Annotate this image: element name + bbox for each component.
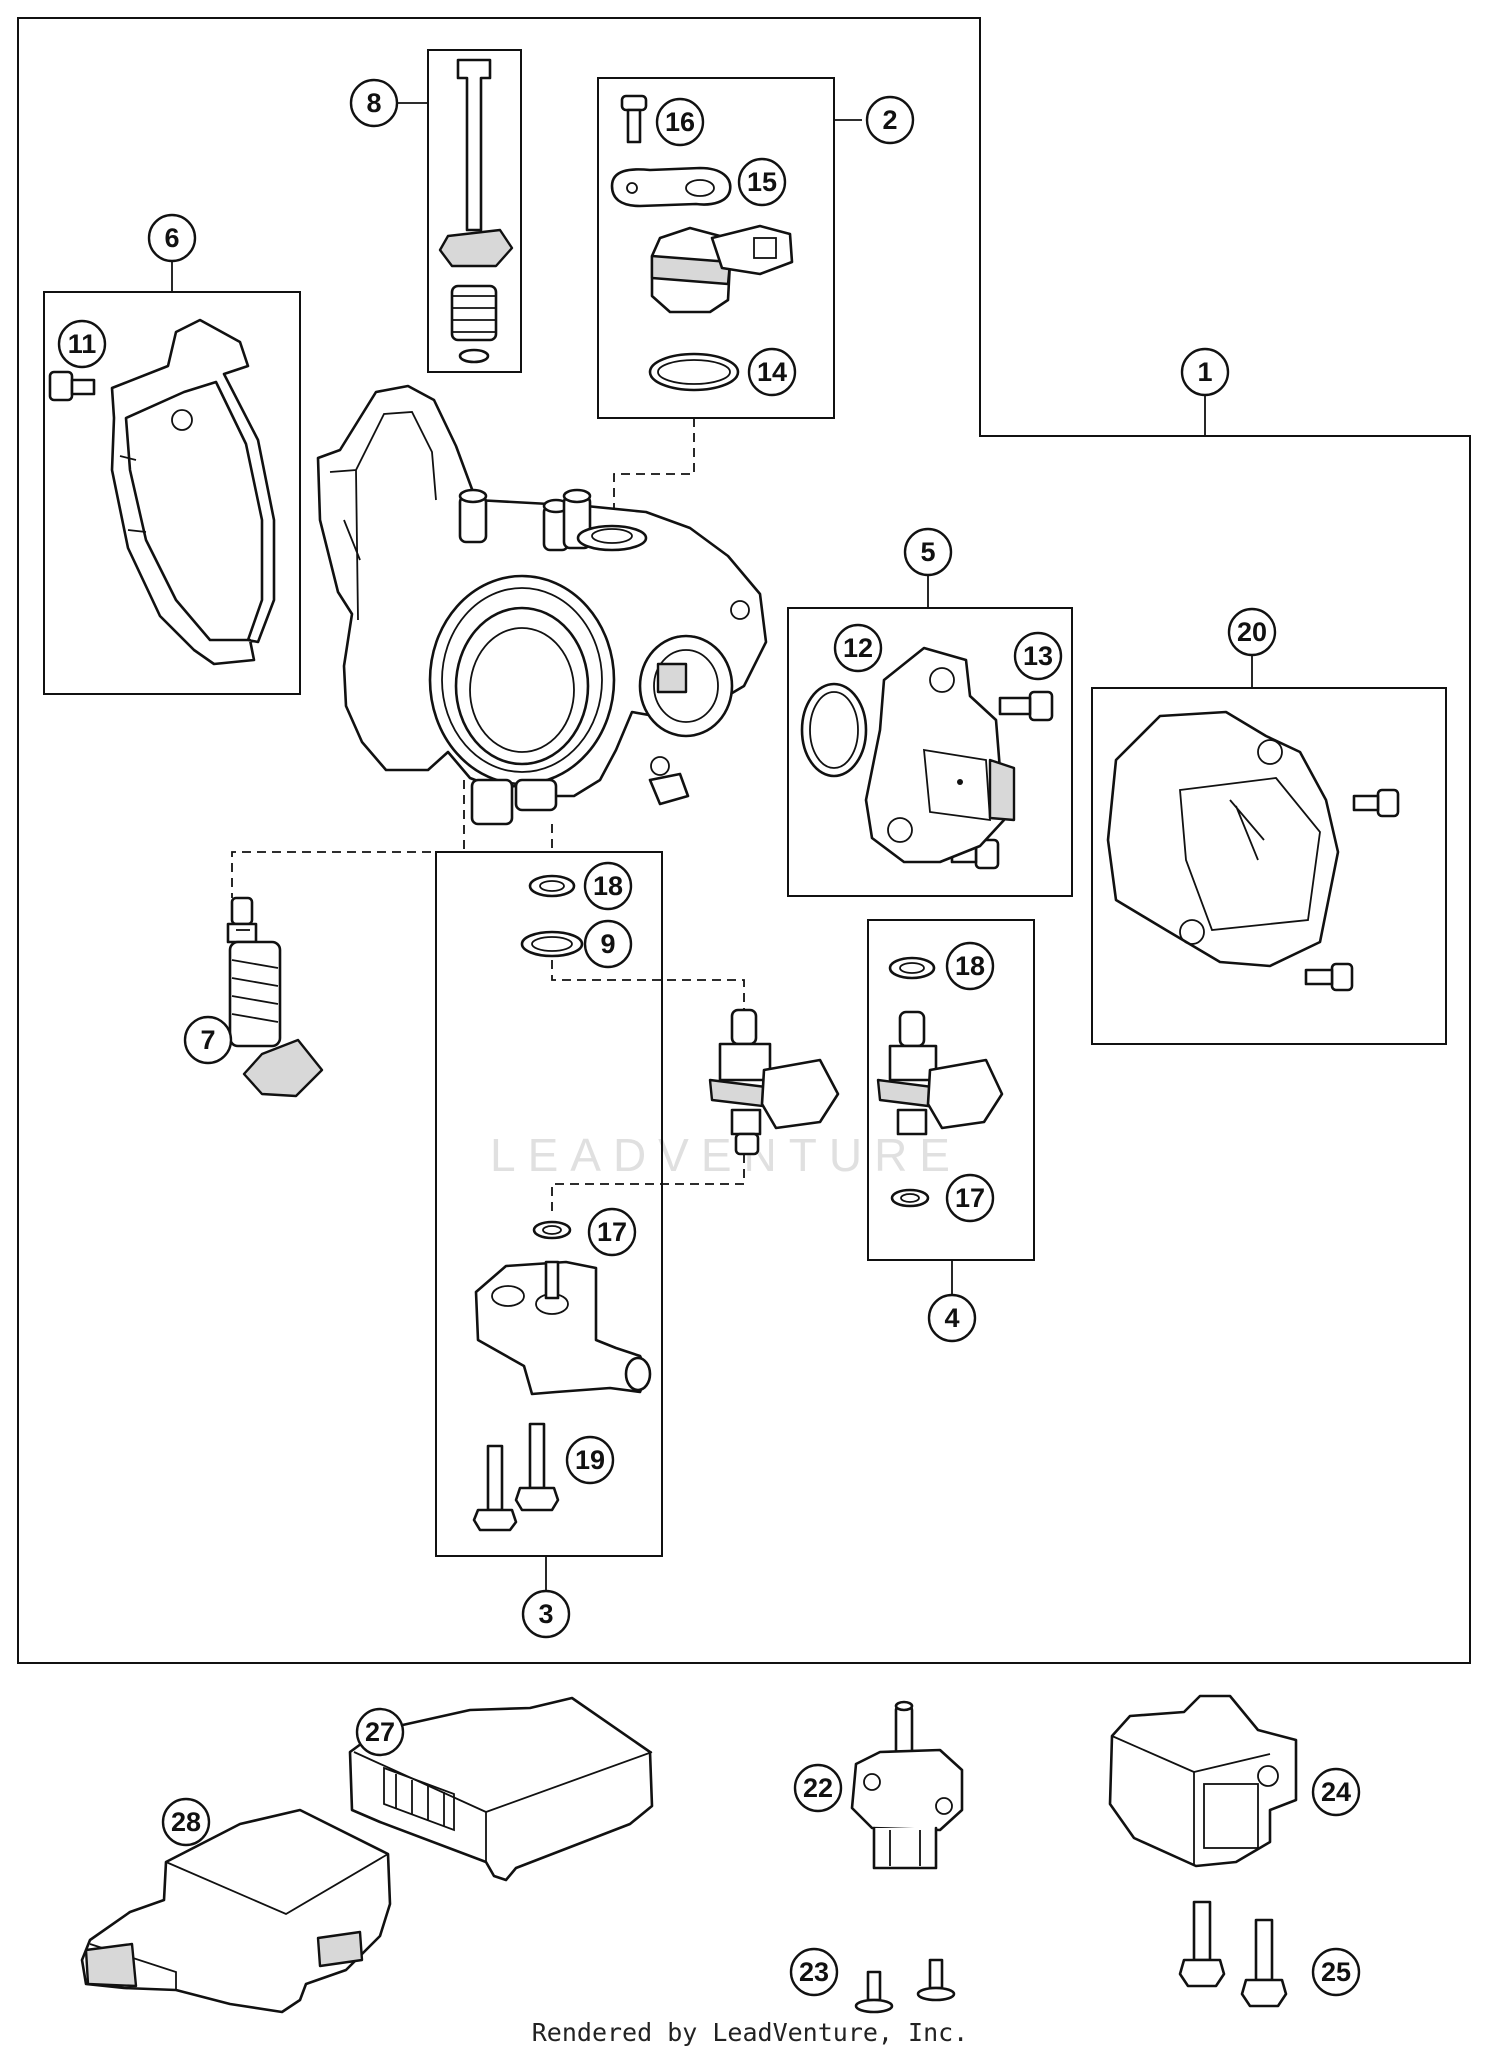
ecu-28 [80, 1808, 392, 2014]
watermark-text: LEADVENTURE [490, 1129, 962, 1181]
svg-text:11: 11 [68, 329, 97, 359]
callout-18a: 18 [583, 861, 633, 911]
svg-text:18: 18 [593, 871, 623, 901]
callout-24: 24 [1311, 1767, 1361, 1817]
svg-text:14: 14 [757, 357, 787, 387]
callout-17a: 17 [587, 1207, 637, 1257]
sensor-body-throttle [650, 224, 794, 314]
throttle-body [316, 384, 768, 826]
svg-text:24: 24 [1321, 1777, 1351, 1807]
bolts-25 [1178, 1900, 1288, 2008]
washer-18b [888, 956, 936, 980]
callout-20: 20 [1227, 607, 1277, 657]
callout-22: 22 [793, 1763, 843, 1813]
injector-spare [876, 1010, 1004, 1136]
sensor-lever-15 [610, 166, 732, 208]
sensor-screw-16 [620, 94, 648, 144]
callout-3: 3 [521, 1589, 571, 1639]
callout-1: 1 [1180, 347, 1230, 397]
callout-17b: 17 [945, 1173, 995, 1223]
callout-6: 6 [147, 213, 197, 263]
screw-11 [48, 370, 96, 402]
bolts-19 [472, 1422, 560, 1532]
callout-16: 16 [655, 97, 705, 147]
svg-text:28: 28 [171, 1807, 201, 1837]
box-part-2 [597, 77, 835, 419]
box-part-4 [867, 919, 1035, 1261]
svg-text:12: 12 [843, 633, 873, 663]
sensor-22 [850, 1700, 964, 1870]
svg-text:7: 7 [200, 1025, 215, 1055]
box-part-20 [1091, 687, 1447, 1045]
callout-19: 19 [565, 1435, 615, 1485]
o-ring-12 [800, 682, 868, 778]
svg-text:17: 17 [955, 1183, 985, 1213]
svg-text:3: 3 [538, 1599, 553, 1629]
svg-text:23: 23 [799, 1957, 829, 1987]
callout-28: 28 [161, 1797, 211, 1847]
svg-text:20: 20 [1237, 617, 1267, 647]
svg-text:25: 25 [1321, 1957, 1351, 1987]
svg-text:2: 2 [882, 105, 897, 135]
o-ring-14 [648, 352, 740, 392]
assembly-frame [17, 17, 1471, 1664]
svg-text:22: 22 [803, 1773, 833, 1803]
svg-text:15: 15 [747, 167, 777, 197]
footer-credit: Rendered by LeadVenture, Inc. [531, 2018, 969, 2047]
idle-screw-part [438, 58, 514, 364]
fuel-rail-part [474, 1260, 652, 1396]
svg-text:17: 17 [597, 1217, 627, 1247]
box-part-8 [427, 49, 522, 373]
callout-5: 5 [903, 527, 953, 577]
callout-25: 25 [1311, 1947, 1361, 1997]
svg-text:18: 18 [955, 951, 985, 981]
svg-text:6: 6 [164, 223, 179, 253]
callout-7: 7 [183, 1015, 233, 1065]
svg-text:5: 5 [920, 537, 935, 567]
callout-8: 8 [349, 78, 399, 128]
svg-text:16: 16 [665, 107, 695, 137]
callout-13: 13 [1013, 631, 1063, 681]
svg-text:19: 19 [575, 1445, 605, 1475]
svg-text:13: 13 [1023, 641, 1053, 671]
callout-2: 2 [865, 95, 915, 145]
box-part-3 [435, 851, 663, 1557]
sensor-housing-20 [1106, 710, 1400, 992]
callout-14: 14 [747, 347, 797, 397]
injector-main [708, 1008, 840, 1156]
svg-text:27: 27 [365, 1717, 395, 1747]
callout-18b: 18 [945, 941, 995, 991]
sensor-7 [226, 896, 324, 1098]
sensor-24 [1108, 1694, 1298, 1868]
callout-23: 23 [789, 1947, 839, 1997]
callout-9: 9 [583, 919, 633, 969]
callout-11: 11 [57, 319, 107, 369]
ecu-27 [348, 1696, 654, 1882]
bracket-part [110, 318, 276, 666]
callout-4: 4 [927, 1293, 977, 1343]
svg-text:4: 4 [944, 1303, 959, 1333]
washer-17a [532, 1220, 572, 1240]
map-sensor-part [864, 646, 1016, 864]
callout-15: 15 [737, 157, 787, 207]
washer-17b [890, 1188, 930, 1208]
callout-12: 12 [833, 623, 883, 673]
svg-text:1: 1 [1197, 357, 1212, 387]
svg-text:9: 9 [600, 929, 615, 959]
washer-18a [528, 874, 576, 898]
callout-27: 27 [355, 1707, 405, 1757]
box-part-5 [787, 607, 1073, 897]
svg-text:8: 8 [366, 88, 381, 118]
clip-9 [520, 930, 584, 958]
screws-23 [854, 1958, 956, 2014]
